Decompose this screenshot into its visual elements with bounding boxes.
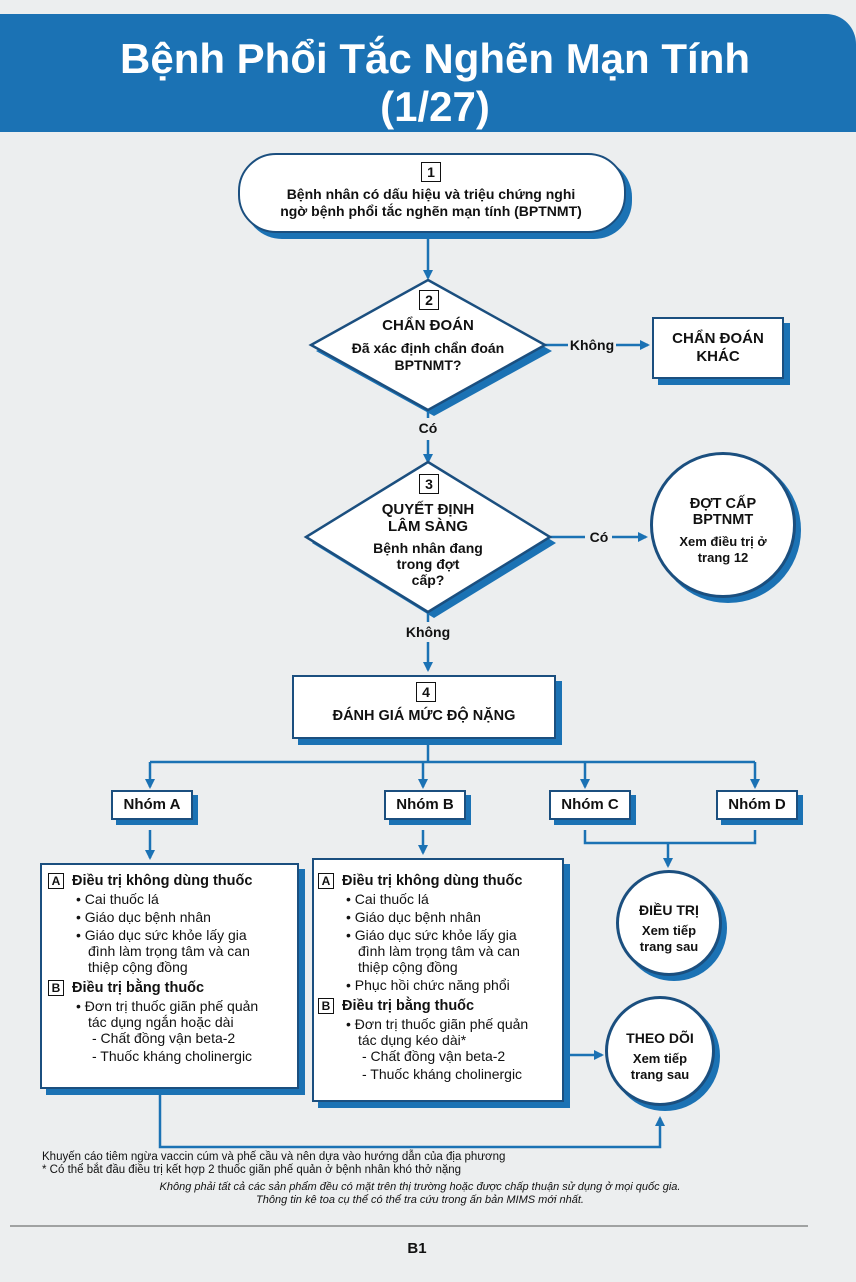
follow-up-circle <box>605 996 715 1106</box>
step3-line2: trong đợt <box>396 556 460 572</box>
exacerbation-line2: BPTNMT <box>692 512 754 528</box>
step4-number: 4 <box>416 682 436 702</box>
step1-line1: Bệnh nhân có dấu hiệu và triệu chứng ngh… <box>286 186 576 202</box>
other-diagnosis-line1: CHẨN ĐOÁN <box>672 330 764 347</box>
group-b-box: Nhóm B <box>384 790 466 820</box>
footnote-combination: * Có thể bắt đầu điều trị kết hợp 2 thuố… <box>42 1164 462 1176</box>
cd-merge <box>583 830 757 845</box>
exacerbation-line1: ĐỢT CẤP <box>689 496 757 512</box>
step3-yes-label: Có <box>589 529 609 545</box>
title-banner: Bệnh Phổi Tắc Nghẽn Mạn Tính (1/27) <box>0 14 856 132</box>
treatment-line2: Xem tiếp <box>641 923 697 938</box>
other-diagnosis-line2: KHÁC <box>696 348 740 365</box>
panel-a-drug2: - Chất đồng vận beta-2 <box>92 1030 236 1046</box>
panel-b-letter-a: A <box>318 873 334 889</box>
panel-a-item1: Cai thuốc lá <box>84 891 159 907</box>
group-d-box: Nhóm D <box>716 790 798 820</box>
step2-number: 2 <box>419 290 439 310</box>
panel-b-drug2: - Chất đồng vận beta-2 <box>362 1048 506 1064</box>
panel-a-letter-a: A <box>48 873 64 889</box>
step3-line3: cấp? <box>411 572 445 588</box>
panel-a-drug3: - Thuốc kháng cholinergic <box>92 1048 253 1064</box>
step2-heading: CHẨN ĐOÁN <box>382 317 474 334</box>
panel-a-item3-3: thiệp cộng đồng <box>88 959 188 975</box>
follow-up-line3: trang sau <box>630 1067 690 1082</box>
step2-line1: Đã xác định chẩn đoán <box>351 340 505 356</box>
disclaimer-line2: Thông tin kê toa cụ thể có thể tra cứu t… <box>256 1194 584 1206</box>
diamond-decision <box>303 460 553 614</box>
panel-a-nondrug-title: Điều trị không dùng thuốc <box>72 873 253 889</box>
other-diagnosis-box <box>652 317 784 379</box>
step2-yes-label: Có <box>418 420 438 436</box>
exacerbation-circle <box>650 452 796 598</box>
disclaimer-line1: Không phải tất cả các sản phẩm đều có mặ… <box>159 1181 681 1193</box>
step3-heading2: LÂM SÀNG <box>388 518 468 535</box>
panel-b-drug3: - Thuốc kháng cholinergic <box>362 1066 523 1082</box>
group-c-box: Nhóm C <box>549 790 631 820</box>
treatment-line3: trang sau <box>639 939 699 954</box>
step1-number: 1 <box>421 162 441 182</box>
step2-line2: BPTNMT? <box>394 357 462 373</box>
step2-no-label: Không <box>569 337 615 353</box>
panel-b-item3-3: thiệp cộng đồng <box>358 959 458 975</box>
panel-a-item3-2: đình làm trọng tâm và can <box>88 943 250 959</box>
panel-a-drug-title: Điều trị bằng thuốc <box>72 980 205 996</box>
panel-b-drug-title: Điều trị bằng thuốc <box>342 998 475 1014</box>
follow-up-line1: THEO DÕI <box>626 1030 694 1046</box>
panel-b-item3-2: đình làm trọng tâm và can <box>358 943 520 959</box>
panel-b-item2: Giáo dục bệnh nhân <box>354 909 481 925</box>
panel-a-item2: Giáo dục bệnh nhân <box>84 909 211 925</box>
page-number-title: (1/27) <box>380 83 490 130</box>
panel-b-drug1-2: tác dụng kéo dài* <box>358 1032 467 1048</box>
panel-b-item3-1: Giáo dục sức khỏe lấy gia <box>354 927 517 943</box>
page-title: Bệnh Phổi Tắc Nghẽn Mạn Tính <box>120 35 750 82</box>
footnote-vaccine: Khuyến cáo tiêm ngừa vaccin cúm và phế c… <box>42 1151 506 1163</box>
step1-line2: ngờ bệnh phổi tắc nghẽn mạn tính (BPTNMT… <box>280 203 582 219</box>
diamond-diagnosis <box>308 278 548 412</box>
panel-b-item1: Cai thuốc lá <box>354 891 429 907</box>
step4-heading: ĐÁNH GIÁ MỨC ĐỘ NẶNG <box>332 708 516 724</box>
panel-b-item4: Phục hồi chức năng phổi <box>354 977 510 993</box>
panel-b-drug1-1: Đơn trị thuốc giãn phế quản <box>354 1016 529 1032</box>
panel-a-drug1-2: tác dụng ngắn hoặc dài <box>88 1014 234 1030</box>
panel-a-item3-1: Giáo dục sức khỏe lấy gia <box>84 927 247 943</box>
page-number: B1 <box>407 1240 427 1257</box>
arrow-a-follow <box>158 1093 665 1149</box>
step3-heading1: QUYẾT ĐỊNH <box>381 501 475 518</box>
step3-number: 3 <box>419 474 439 494</box>
group-b-treatment-panel <box>312 858 564 1102</box>
panel-a-letter-b: B <box>48 980 64 996</box>
treatment-line1: ĐIỀU TRỊ <box>639 902 699 918</box>
group-a-box: Nhóm A <box>111 790 193 820</box>
step3-no-label: Không <box>405 624 451 640</box>
panel-a-drug1-1: Đơn trị thuốc giãn phế quản <box>84 998 259 1014</box>
step3-line1: Bệnh nhân đang <box>373 540 483 556</box>
panel-b-nondrug-title: Điều trị không dùng thuốc <box>342 873 523 889</box>
follow-up-line2: Xem tiếp <box>632 1051 688 1066</box>
exacerbation-line4: trang 12 <box>697 550 749 565</box>
group-a-treatment-panel <box>40 863 299 1089</box>
panel-b-letter-b: B <box>318 998 334 1014</box>
treatment-circle <box>616 870 722 976</box>
exacerbation-line3: Xem điều trị ở <box>679 534 767 549</box>
